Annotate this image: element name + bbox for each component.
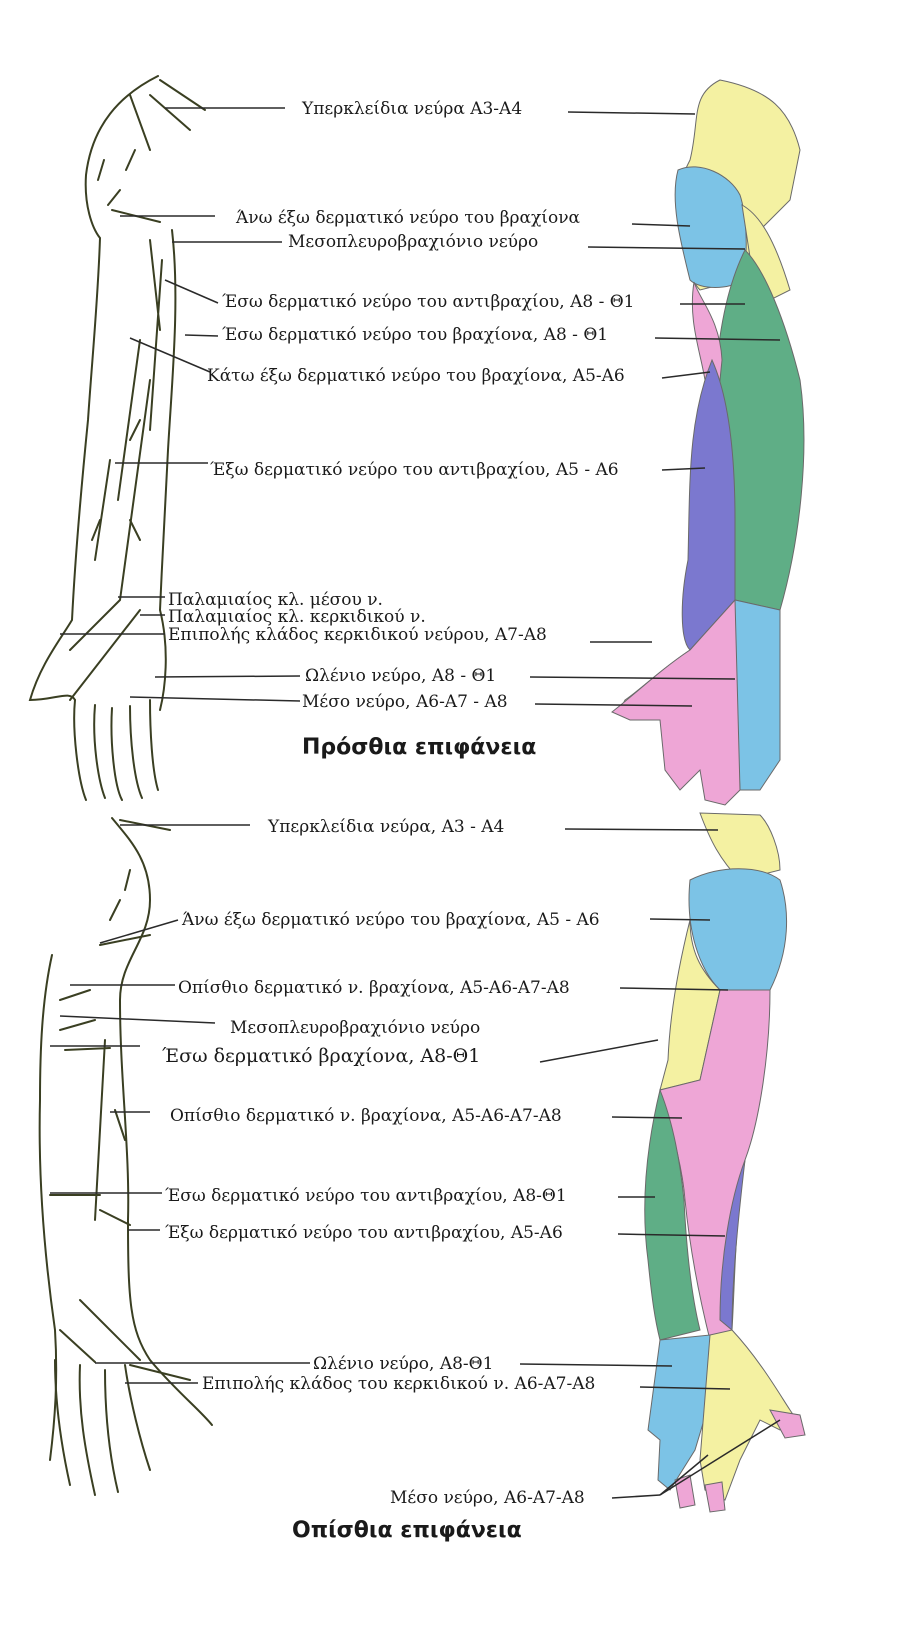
label-intercostobrachial-nerve: Μεσοπλευροβραχιόνιο νεύρο: [288, 232, 539, 252]
label-palmar-branch-median-nerve: Παλαμιαίος κλ. μέσου ν.: [168, 590, 383, 610]
caption-posterior-surface: Οπίσθια επιφάνεια: [292, 1518, 522, 1543]
label-medial-cutaneous-arm-posterior: Έσω δερματικό βραχίονα, Α8-Θ1: [162, 1045, 481, 1067]
label-intercostobrachial-nerve-posterior: Μεσοπλευροβραχιόνιο νεύρο: [230, 1018, 481, 1038]
label-ulnar-nerve-posterior: Ωλένιο νεύρο, Α8-Θ1: [313, 1354, 494, 1374]
label-superficial-branch-radial-nerve: Επιπολής κλάδος κερκιδικού νεύρου, Α7-Α8: [168, 625, 547, 645]
posterior-dermatome-arm: [644, 812, 806, 1513]
label-lower-lateral-cutaneous-nerve-arm: Κάτω έξω δερματικό νεύρο του βραχίονα, Α…: [207, 366, 625, 386]
anterior-nerve-sketch: [28, 75, 206, 801]
label-medial-cutaneous-nerve-forearm-posterior: Έσω δερματικό νεύρο του αντιβραχίου, Α8-…: [165, 1186, 567, 1206]
label-palmar-branch-radial-nerve: Παλαμιαίος κλ. κερκιδικού ν.: [168, 607, 426, 627]
label-lateral-cutaneous-nerve-forearm-posterior: Έξω δερματικό νεύρο του αντιβραχίου, Α5-…: [165, 1223, 563, 1243]
label-lateral-cutaneous-nerve-forearm: Έξω δερματικό νεύρο του αντιβραχίου, Α5 …: [210, 460, 619, 480]
label-superficial-branch-radial-nerve-posterior: Επιπολής κλάδος του κερκιδικού ν. Α6-Α7-…: [202, 1374, 596, 1394]
label-medial-cutaneous-nerve-forearm: Έσω δερματικό νεύρο του αντιβραχίου, Α8 …: [222, 292, 635, 312]
label-supraclavicular-nerves-anterior: Υπερκλείδια νεύρα Α3-Α4: [302, 99, 523, 119]
label-posterior-cutaneous-nerve-arm-1: Οπίσθιο δερματικό ν. βραχίονα, Α5-Α6-Α7-…: [178, 978, 570, 998]
leader-lines: [50, 107, 781, 1499]
label-medial-cutaneous-nerve-arm: Έσω δερματικό νεύρο του βραχίονα, Α8 - Θ…: [222, 325, 609, 345]
label-median-nerve-anterior: Μέσο νεύρο, Α6-Α7 - Α8: [302, 692, 508, 712]
caption-anterior-surface: Πρόσθια επιφάνεια: [302, 735, 537, 760]
label-supraclavicular-nerves-posterior: Υπερκλείδια νεύρα, Α3 - Α4: [268, 817, 505, 837]
label-upper-lateral-cutaneous-nerve-arm-posterior: Άνω έξω δερματικό νεύρο του βραχίονα, Α5…: [182, 910, 600, 930]
label-posterior-cutaneous-nerve-arm-2: Οπίσθιο δερματικό ν. βραχίονα, Α5-Α6-Α7-…: [170, 1106, 562, 1126]
label-upper-lateral-cutaneous-nerve-arm: Άνω έξω δερματικό νεύρο του βραχίονα: [236, 208, 581, 228]
label-median-nerve-posterior: Μέσο νεύρο, Α6-Α7-Α8: [390, 1488, 585, 1508]
anterior-dermatome-arm: [611, 79, 805, 806]
label-ulnar-nerve-anterior: Ωλένιο νεύρο, Α8 - Θ1: [305, 666, 497, 686]
